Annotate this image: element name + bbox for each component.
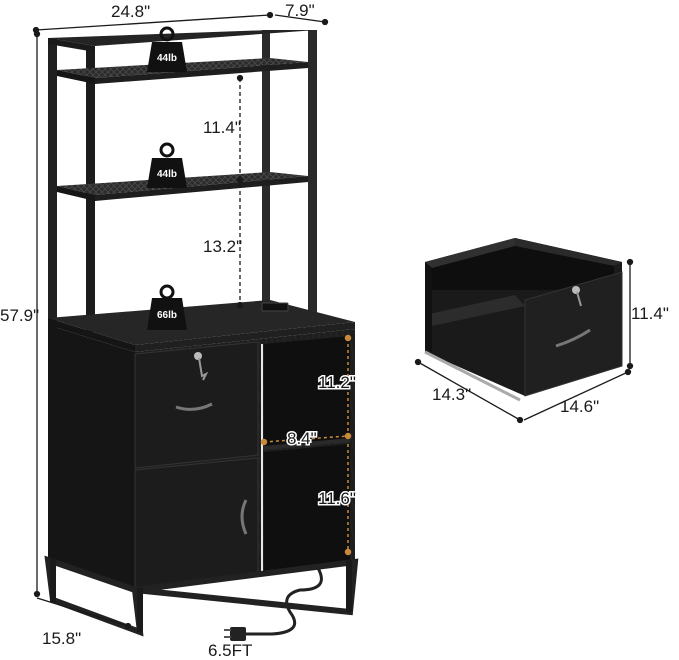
rear-post-right: [308, 30, 317, 315]
power-cord: [245, 567, 323, 636]
front-post-left: [48, 38, 57, 328]
dim-drawer-height: 11.4": [631, 304, 669, 323]
drawer-detail: [424, 238, 623, 402]
top-frame: [48, 30, 317, 46]
lock-icon: [572, 286, 582, 307]
dim-open-width: 8.4": [287, 429, 317, 448]
lock-icon: [194, 352, 209, 381]
weight-label-top: 44lb: [157, 53, 177, 64]
drawer-handle: [175, 402, 213, 411]
weight-label-cabinet: 66lb: [157, 310, 177, 321]
dim-open-upper: 11.2": [318, 373, 356, 392]
dimension-lines-drawer: [414, 258, 634, 424]
power-strip-icon: [261, 302, 289, 312]
drawer-detail-handle: [555, 328, 591, 348]
dim-drawer-width: 14.3": [432, 385, 471, 404]
rear-post-left: [262, 30, 270, 305]
dimension-lines-compartment: [260, 334, 352, 556]
weight-icon: 44lb: [147, 142, 187, 188]
open-compartment-upper: [264, 336, 350, 448]
dim-open-lower: 11.6": [318, 489, 356, 508]
weight-icon: 66lb: [147, 284, 187, 330]
weight-label-middle: 44lb: [157, 169, 177, 180]
dimension-lines-main: [32, 11, 329, 630]
dim-base-depth: 15.8": [42, 629, 81, 648]
plug-icon: [224, 627, 246, 641]
cabinet-door: [134, 457, 259, 589]
bookshelf-cabinet: [44, 30, 359, 641]
cabinet-side: [48, 325, 135, 590]
door-handle: [240, 499, 248, 535]
open-compartment-lower: [264, 444, 350, 572]
dim-drawer-depth: 14.6": [560, 397, 599, 416]
drawer-slide: [424, 350, 521, 402]
dim-width-top: 24.8": [111, 2, 150, 21]
dim-shelf-gap-upper: 11.4": [203, 118, 241, 137]
drawer-front: [524, 271, 623, 397]
file-drawer: [134, 341, 259, 469]
dim-shelf-gap-lower: 13.2": [203, 237, 242, 256]
dim-depth-top: 7.9": [285, 1, 315, 20]
dim-height-total: 57.9": [0, 306, 39, 325]
dim-cord-length: 6.5FT: [208, 641, 252, 660]
weight-icon: 44lb: [147, 26, 187, 72]
